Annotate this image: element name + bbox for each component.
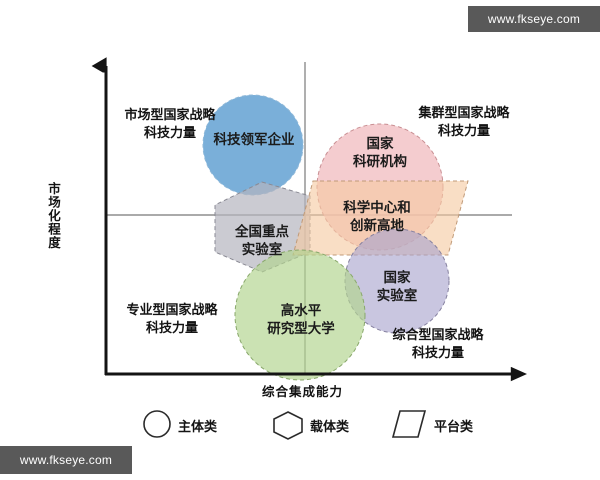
- shape-label-high-level-research-university-line2: 研究型大学: [267, 321, 335, 337]
- shape-label-national-research-institution-line2: 科研机构: [353, 154, 407, 170]
- shape-label-national-key-laboratory-line2: 实验室: [241, 242, 283, 258]
- axes: [105, 66, 527, 382]
- x-axis-label: 综合集成能力: [262, 385, 344, 399]
- quadrant-label-bottom-left-line1: 专业型国家战略: [126, 302, 218, 317]
- legend-label-subject-type: 主体类: [178, 419, 218, 434]
- shape-label-high-level-research-university-line1: 高水平: [280, 303, 322, 318]
- quadrant-label-bottom-left-line2: 科技力量: [145, 319, 198, 335]
- circle-icon: [143, 410, 171, 438]
- quadrant-label-bottom-left: 专业型国家战略 科技力量: [112, 301, 232, 336]
- shape-label-national-research-institution-line1: 国家: [366, 136, 394, 151]
- quadrant-label-bottom-right-line2: 科技力量: [411, 344, 464, 360]
- hexagon-icon: [273, 411, 303, 440]
- shape-label-national-laboratory-line2: 实验室: [376, 288, 418, 304]
- watermark-top-right: www.fkseye.com: [468, 6, 600, 32]
- quadrant-label-top-left-line1: 市场型国家战略: [124, 107, 216, 122]
- y-axis-label: 市场化程度: [46, 182, 60, 250]
- shape-high-level-research-university[interactable]: [234, 249, 366, 381]
- quadrant-label-bottom-right-line1: 综合型国家战略: [392, 327, 484, 342]
- legend-label-platform-type: 平台类: [434, 419, 474, 434]
- watermark-bottom-left: www.fkseye.com: [0, 446, 132, 474]
- shape-label-tech-leading-enterprise-line1: 科技领军企业: [213, 132, 295, 147]
- shape-label-national-laboratory: 国家 实验室: [360, 269, 434, 305]
- shape-label-high-level-research-university: 高水平 研究型大学: [259, 302, 343, 338]
- quadrant-label-top-right: 集群型国家战略 科技力量: [404, 104, 524, 139]
- legend-glyphs: [143, 410, 427, 440]
- shape-label-national-key-laboratory-line1: 全国重点: [235, 224, 289, 239]
- quadrant-label-top-right-line1: 集群型国家战略: [418, 105, 510, 120]
- quadrant-label-top-left: 市场型国家战略 科技力量: [110, 106, 230, 141]
- shape-label-science-center-line1: 科学中心和: [343, 200, 411, 215]
- quadrant-label-top-right-line2: 科技力量: [437, 122, 490, 138]
- shape-label-science-center-innovation-highland: 科学中心和 创新高地: [331, 199, 423, 235]
- shape-group: [202, 94, 469, 381]
- shape-label-science-center-line2: 创新高地: [350, 218, 404, 234]
- shape-label-national-research-institution: 国家 科研机构: [340, 135, 420, 171]
- quadrant-label-bottom-right: 综合型国家战略 科技力量: [378, 326, 498, 361]
- legend-label-carrier-type: 载体类: [310, 419, 350, 434]
- parallelogram-icon: [391, 410, 427, 438]
- quadrant-label-top-left-line2: 科技力量: [143, 124, 196, 140]
- shape-label-national-laboratory-line1: 国家: [383, 270, 411, 285]
- shape-label-tech-leading-enterprise: 科技领军企业: [213, 131, 295, 149]
- shape-label-national-key-laboratory: 全国重点 实验室: [222, 223, 302, 259]
